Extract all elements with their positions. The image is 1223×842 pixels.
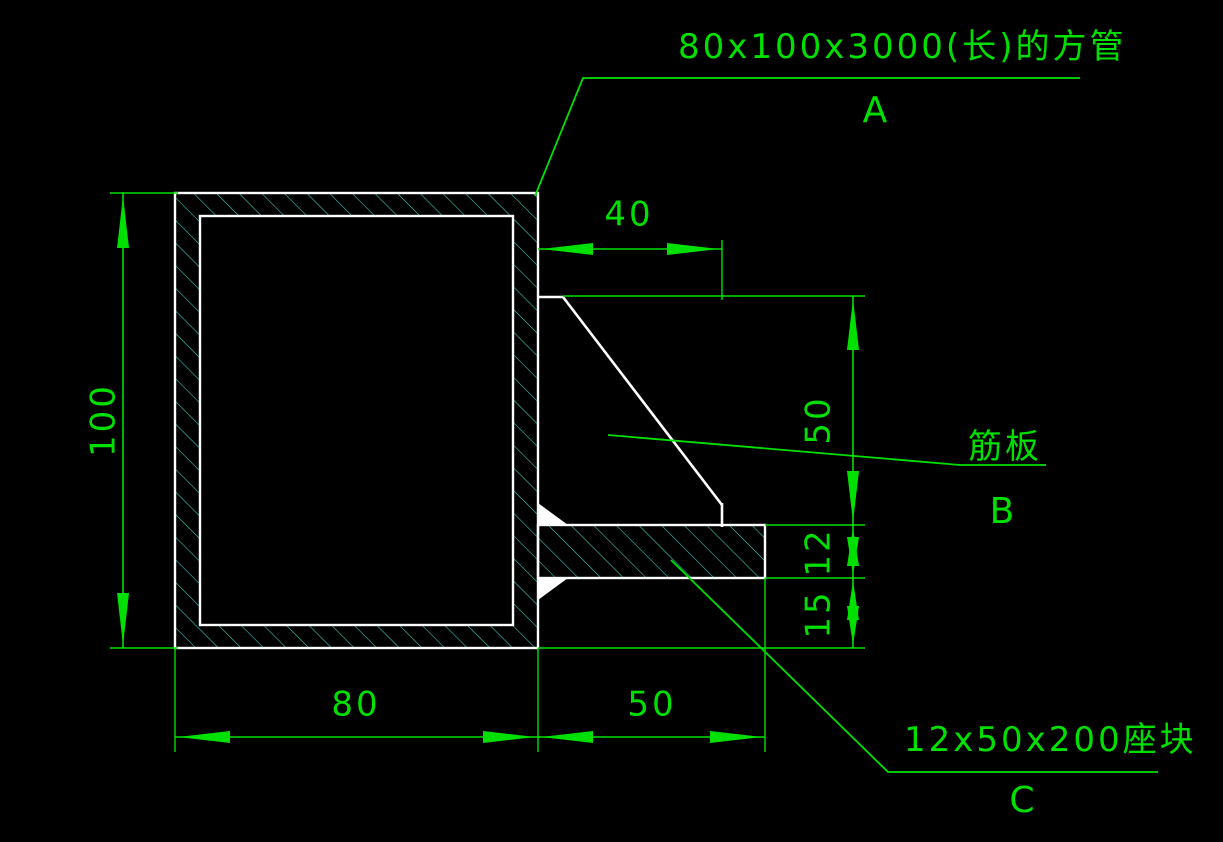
callout-c-block: 12x50x200座块 C	[670, 559, 1197, 821]
dimension-offset-40: 40	[538, 195, 723, 300]
callout-b-rib: 筋板 B	[607, 427, 1046, 532]
callout-c-text: 12x50x200座块	[904, 720, 1197, 760]
callout-b-leader	[607, 434, 1046, 466]
arrow-bottom-100	[117, 593, 129, 645]
callout-a-text: 80x100x3000(长)的方管	[678, 27, 1126, 67]
arrow-top-100	[117, 196, 129, 248]
dim-label-15: 15	[799, 589, 839, 638]
arrow-right-40	[667, 243, 719, 255]
callout-c-leader	[670, 559, 1158, 773]
dimension-stack-right: 50 12 15	[538, 295, 865, 649]
square-tube-section	[173, 191, 540, 650]
base-block-hatch	[538, 525, 765, 578]
base-block-outline	[536, 523, 767, 580]
weld-fillet-upper	[538, 503, 568, 525]
callout-b-text: 筋板	[968, 427, 1042, 467]
callout-b-letter: B	[990, 491, 1015, 532]
rib-diagonal-edge	[561, 296, 724, 506]
rib-plate-section	[538, 295, 724, 527]
tube-inner-outline	[198, 214, 515, 627]
callout-c-letter: C	[1009, 780, 1034, 821]
arrow-right-80	[483, 731, 535, 743]
arrow-bottom-block-12	[847, 537, 859, 575]
dim-label-40: 40	[604, 195, 653, 235]
arrow-bottom-bottom-15	[847, 606, 859, 645]
arrow-bottom-rib-50	[847, 471, 859, 522]
base-block-section	[536, 523, 767, 580]
dim-label-50-rib: 50	[799, 395, 839, 444]
arrow-top-rib-50	[847, 299, 859, 350]
callout-a-letter: A	[863, 90, 888, 131]
dim-label-12: 12	[799, 527, 839, 576]
dimension-width-80: 80	[174, 648, 539, 752]
arrow-left-80	[178, 731, 230, 743]
weld-fillets	[538, 503, 568, 600]
dimension-width-50: 50	[538, 578, 766, 752]
tube-wall-hatch	[175, 193, 538, 648]
arrow-left-40	[541, 243, 593, 255]
weld-fillet-lower	[538, 578, 568, 600]
dim-label-100: 100	[84, 383, 124, 457]
dim-label-50-width: 50	[627, 685, 676, 725]
callout-a-tube: 80x100x3000(长)的方管 A	[534, 27, 1126, 197]
arrow-right-50	[710, 731, 762, 743]
dim-label-80: 80	[331, 685, 380, 725]
dimension-height-100: 100	[84, 192, 178, 649]
tube-outer-outline	[173, 191, 540, 650]
arrow-left-50	[541, 731, 593, 743]
callout-a-leader	[534, 77, 1080, 197]
